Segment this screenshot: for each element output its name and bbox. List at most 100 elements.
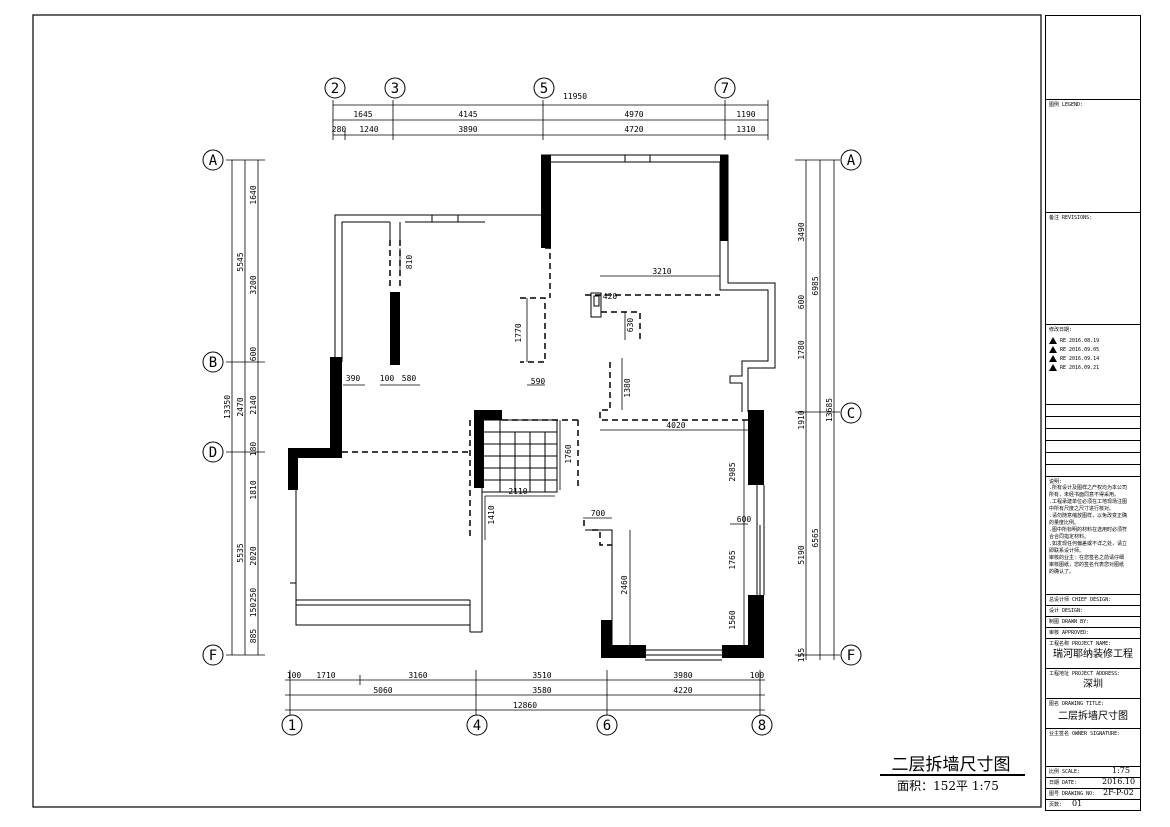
tb-legend: 图例 LEGEND: — [1046, 100, 1140, 213]
dim-int-810: 810 — [405, 255, 414, 270]
dim-bot-r1-4: 3980 — [673, 671, 692, 680]
grid-label-right-a: A — [847, 153, 856, 169]
grid-label-bottom-1: 1 — [288, 718, 296, 734]
drawing-frame — [32, 14, 1042, 808]
dim-top-r1-3: 1190 — [736, 110, 755, 119]
dim-int-2110: 2110 — [508, 487, 527, 496]
dim-int-600: 600 — [737, 515, 752, 524]
dim-left-r1-2: 600 — [249, 347, 258, 362]
tb-drawing-no-value: 2F-P-02 — [1103, 789, 1134, 797]
grid-label-right-c: C — [847, 406, 855, 422]
dim-top-r2-3: 4720 — [624, 125, 643, 134]
tb-legend-label: 图例 LEGEND: — [1049, 102, 1084, 108]
tb-scale: 比例 SCALE: 1:75 — [1046, 767, 1140, 778]
dim-bot-r2-1: 3580 — [532, 686, 551, 695]
grid-label-top-3: 3 — [391, 81, 399, 97]
dim-left-r1-9: 885 — [249, 629, 258, 644]
dim-int-4020: 4020 — [666, 421, 685, 430]
dim-right-r1-2: 1780 — [797, 340, 806, 359]
dim-bot-total: 12860 — [513, 701, 537, 710]
tb-date-value: 2016.10 — [1102, 778, 1136, 786]
tb-drawing-title: 图名 DRAWING TITLE: 二层拆墙尺寸图 — [1046, 699, 1140, 729]
dim-left-total: 13350 — [223, 395, 232, 419]
dim-left-r1-8: 150 — [249, 603, 258, 618]
tb-approved-label: 审核 APPROVED: — [1049, 630, 1090, 636]
dim-right-r1-0: 3490 — [797, 222, 806, 241]
dim-bot-r1-0: 100 — [287, 671, 302, 680]
dim-top-r1-1: 4145 — [458, 110, 477, 119]
dim-int-1770: 1770 — [514, 323, 523, 342]
dim-top-r2-4: 1310 — [736, 125, 755, 134]
tb-project-address-label: 工程地址 PROJECT ADDRESS: — [1049, 671, 1121, 677]
tb-chief-designer-label: 总设计师 CHIEF DESIGN: — [1049, 597, 1112, 603]
dim-int-1560: 1560 — [728, 610, 737, 629]
tb-revision-dates: 修改日期: RE 2016.08.19 RE 2016.09.05 RE 201… — [1046, 325, 1140, 405]
dim-int-100: 100 — [380, 374, 395, 383]
revision-item: RE 2016.09.21 — [1049, 364, 1099, 371]
dim-int-2985: 2985 — [728, 462, 737, 481]
dim-int-630: 630 — [626, 318, 635, 333]
tb-project-name: 工程名称 PROJECT NAME: 瑞河耶纳装修工程 — [1046, 639, 1140, 669]
dim-int-700: 700 — [591, 509, 606, 518]
tb-page-value: 01 — [1072, 800, 1083, 808]
dim-right-r2-1: 6565 — [811, 528, 820, 547]
dim-top-r2-1: 1240 — [359, 125, 378, 134]
dim-left-r1-7: 250 — [249, 588, 258, 603]
tb-notes-label: 说明: — [1049, 479, 1063, 485]
dim-left-r1-3: 2140 — [249, 395, 258, 414]
tb-date-label: 日期 DATE: — [1049, 780, 1078, 786]
revision-item: RE 2016.09.05 — [1049, 346, 1099, 353]
dim-bot-r1-3: 3510 — [532, 671, 551, 680]
dim-left-r1-4: 180 — [249, 442, 258, 457]
dim-top-r1-0: 1645 — [353, 110, 372, 119]
tb-owner-signature: 业主签名 OWNER SIGNATURE: — [1046, 729, 1140, 767]
tb-revisions-label: 备注 REVISIONS: — [1049, 215, 1093, 221]
dim-int-390: 390 — [346, 374, 361, 383]
grid-label-top-5: 5 — [540, 81, 548, 97]
grid-label-top-7: 7 — [721, 81, 729, 97]
grid-bubbles — [202, 77, 862, 736]
tb-project-address: 工程地址 PROJECT ADDRESS: 深圳 — [1046, 669, 1140, 699]
dim-right-r1-4: 5190 — [797, 545, 806, 564]
dim-int-3210: 3210 — [652, 267, 671, 276]
dim-right-r1-1: 600 — [797, 295, 806, 310]
grid-label-left-b: B — [209, 355, 217, 371]
revision-triangle-icon — [1049, 346, 1057, 353]
dim-left-r1-6: 2020 — [249, 546, 258, 565]
dim-int-1380: 1380 — [623, 378, 632, 397]
tb-revision-dates-label: 修改日期: — [1049, 327, 1073, 333]
revision-item: RE 2016.09.14 — [1049, 355, 1099, 362]
dim-int-1410: 1410 — [487, 505, 496, 524]
revision-triangle-icon — [1049, 355, 1057, 362]
dim-top-r2-0: 280 — [332, 125, 347, 134]
tb-project-name-label: 工程名称 PROJECT NAME: — [1049, 641, 1112, 647]
bearing-walls — [288, 155, 764, 658]
tb-revisions: 备注 REVISIONS: — [1046, 213, 1140, 325]
wall-inner-upper-left — [341, 221, 390, 362]
tb-notes: 说明: .所有设计及图样之产权均为本公司 所有，未经书面同意不得采用。 .工程承… — [1046, 477, 1140, 595]
tb-drawing-title-label: 图名 DRAWING TITLE: — [1049, 701, 1105, 707]
grid-label-left-d: D — [209, 445, 217, 461]
dim-int-580: 580 — [402, 374, 417, 383]
grid-label-left-a: A — [209, 153, 218, 169]
dim-top-r2-2: 3890 — [458, 125, 477, 134]
tb-project-address-value: 深圳 — [1083, 679, 1103, 690]
tb-owner-signature-label: 业主签名 OWNER SIGNATURE: — [1049, 731, 1121, 737]
dim-bot-r2-0: 5060 — [373, 686, 392, 695]
dim-bot-r1-5: 100 — [750, 671, 765, 680]
grid-label-right-f: F — [847, 648, 855, 664]
dim-top-total: 11950 — [563, 92, 587, 101]
dim-bot-r1-1: 1710 — [316, 671, 335, 680]
grid-label-left-f: F — [209, 648, 217, 664]
dim-right-r1-3: 1910 — [797, 410, 806, 429]
grid-label-bottom-8: 8 — [758, 718, 766, 734]
dim-int-1760: 1760 — [564, 444, 573, 463]
tb-scale-value: 1:75 — [1112, 767, 1130, 775]
dim-int-590: 590 — [531, 377, 546, 386]
tb-notes-text: .所有设计及图样之产权均为本公司 所有，未经书面同意不得采用。 .工程承建单位必… — [1049, 485, 1128, 575]
wall-top-room — [541, 154, 776, 412]
grid-label-bottom-4: 4 — [473, 718, 481, 734]
tb-logo-area — [1046, 16, 1140, 100]
floor-plan — [290, 154, 776, 661]
